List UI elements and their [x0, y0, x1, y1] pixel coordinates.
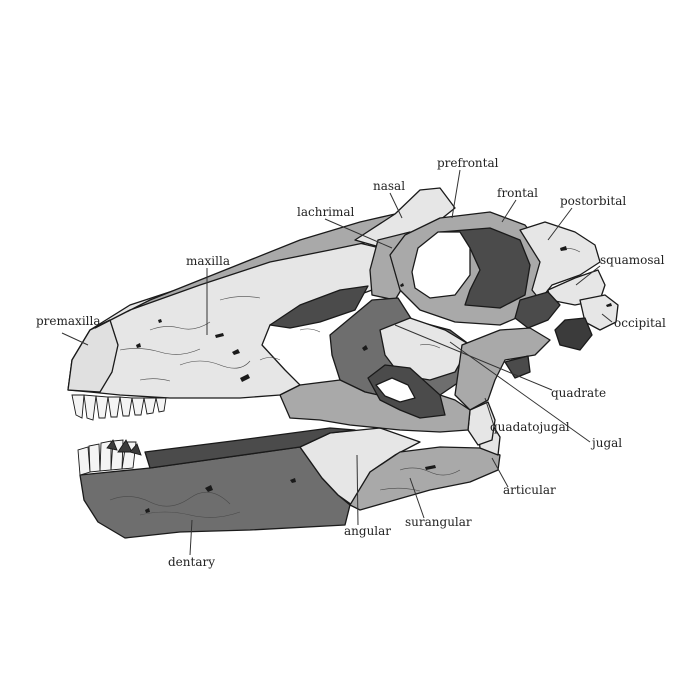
quadrate-bone [454, 327, 551, 411]
label-prefrontal: prefrontal [437, 156, 499, 170]
label-quadatojugal: quadatojugal [490, 420, 570, 434]
postorbital-bone [519, 221, 601, 301]
upper-skull [67, 187, 619, 446]
jugal-light [379, 317, 471, 381]
leader-lachrimal [324, 218, 393, 249]
lower-teeth [77, 439, 142, 476]
coronoid-region [144, 427, 356, 469]
leader-surangular [409, 477, 425, 519]
leader-postorbital [547, 207, 573, 241]
label-frontal: frontal [497, 186, 538, 200]
leader-squamosal [575, 265, 601, 286]
bone-labels: prefrontal nasal frontal postorbital lac… [36, 156, 666, 569]
leader-dentary [189, 519, 193, 556]
label-squamosal: squamosal [600, 253, 665, 267]
label-articular: articular [503, 483, 556, 497]
lower-jaw [77, 423, 501, 539]
label-angular: angular [344, 524, 391, 538]
leader-nasal [389, 192, 403, 219]
label-dentary: dentary [168, 555, 215, 569]
leader-premaxilla [61, 332, 89, 346]
antorbital-fenestra [269, 285, 369, 329]
label-quadrate: quadrate [551, 386, 606, 400]
label-surangular: surangular [405, 515, 472, 529]
lower-cheek [279, 379, 471, 433]
label-premaxilla: premaxilla [36, 314, 101, 328]
label-nasal: nasal [373, 179, 405, 193]
leader-lines [61, 169, 613, 556]
surangular-bone [349, 446, 501, 511]
label-maxilla: maxilla [186, 254, 230, 268]
leader-angular [356, 454, 359, 526]
leader-articular [491, 457, 509, 488]
occipital-condyle [554, 317, 593, 351]
upper-teeth [71, 394, 167, 421]
label-postorbital: postorbital [560, 194, 626, 208]
leader-frontal [501, 199, 517, 223]
quadrate-dark [504, 355, 531, 379]
orbit-shadow [439, 227, 531, 309]
premaxilla-bone [67, 319, 119, 393]
leader-jugal [449, 341, 591, 443]
lower-opening [375, 377, 416, 403]
label-lachrimal: lachrimal [297, 205, 355, 219]
leader-quadatojugal [484, 397, 495, 427]
leader-occipital [601, 313, 613, 323]
label-occipital: occipital [614, 316, 666, 330]
posterior-dark [514, 291, 561, 329]
label-jugal: jugal [590, 436, 622, 450]
leader-prefrontal [451, 169, 461, 219]
orbit-opening [411, 231, 471, 299]
leader-quadrate [394, 324, 553, 391]
